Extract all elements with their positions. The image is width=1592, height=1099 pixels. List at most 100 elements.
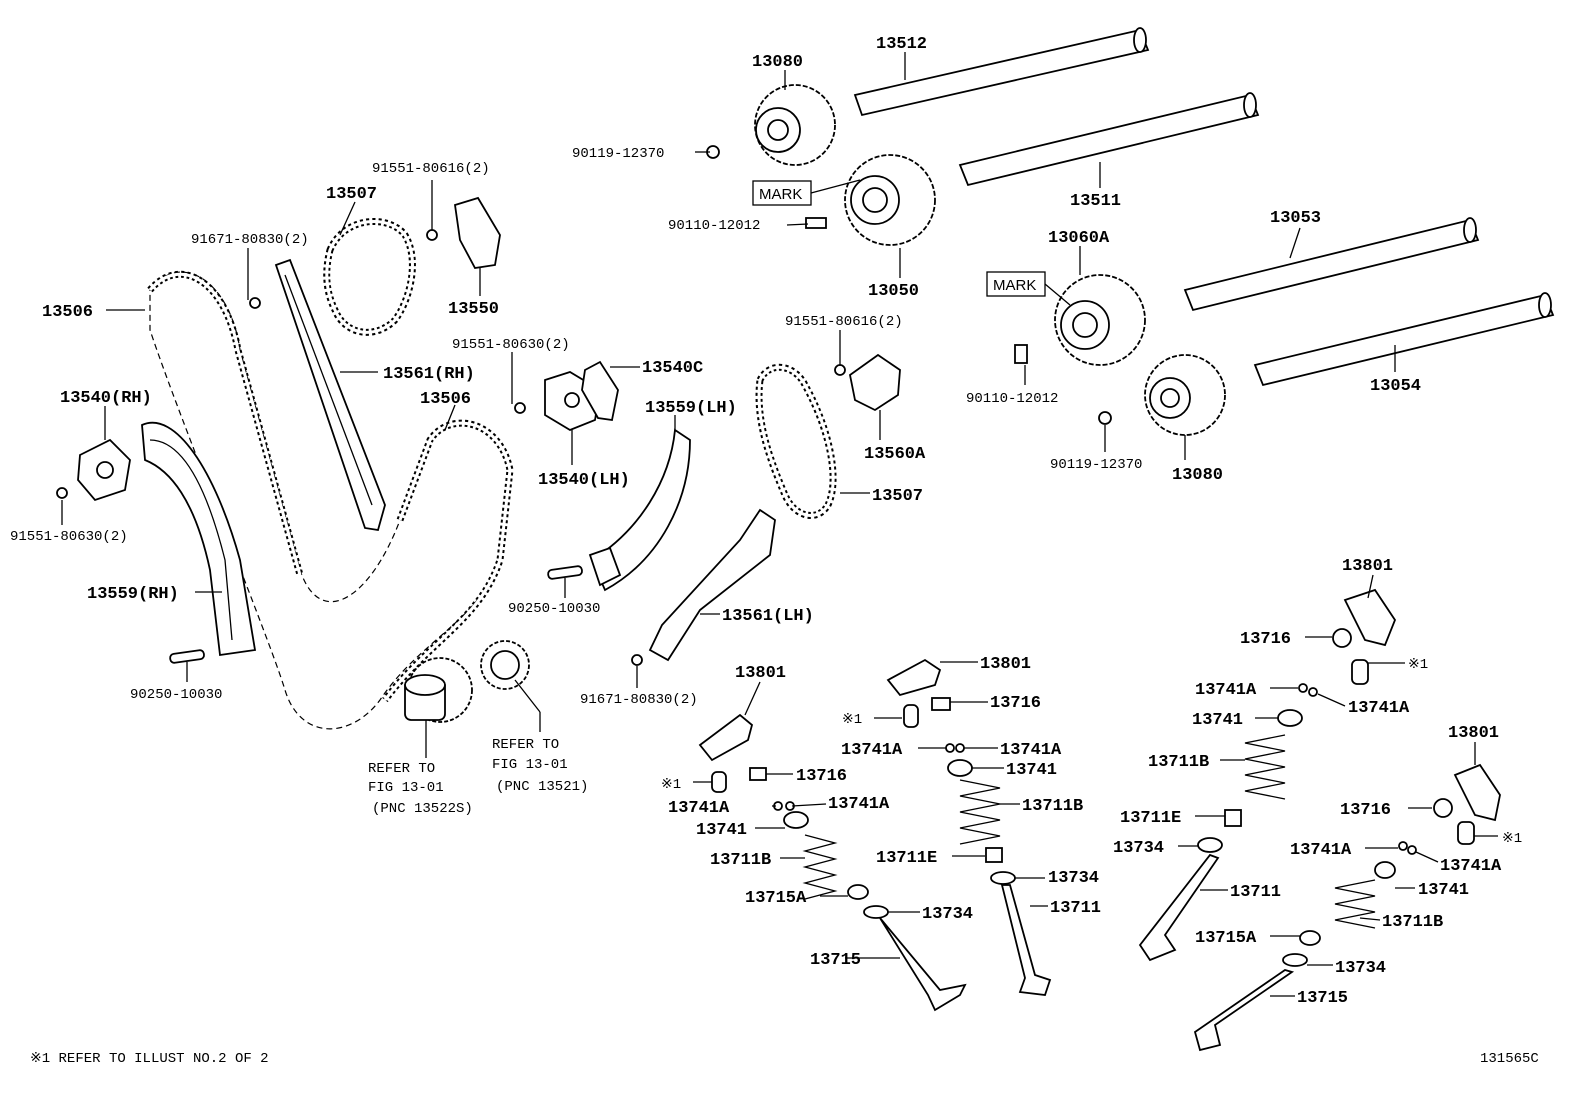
chain-slipper-13559-lh [588,428,691,592]
timing-chain-13507-top [323,218,416,336]
v4-label-13711b: 13711B [1382,913,1443,932]
figure-id: 131565C [1480,1051,1539,1067]
label-91671-80830-b: 91671-80830(2) [580,692,698,708]
label-13507-top: 13507 [326,185,377,204]
crank-sprocket-13521 [480,640,530,690]
label-91551-80630-a: 91551-80630(2) [452,337,570,353]
label-90119-12370-top: 90119-12370 [572,146,664,162]
v4-label-13741a-right: 13741A [1440,857,1502,876]
chain-tensioner-13550 [453,196,501,269]
vvt-gear-13060a [1054,274,1146,366]
label-90250-10030-a: 90250-10030 [130,687,222,703]
v3-label-13801: 13801 [1342,557,1393,576]
label-13053: 13053 [1270,209,1321,228]
label-13506-left: 13506 [42,303,93,322]
valve-group-3-parts [1138,588,1397,962]
camshaft-13512 [853,27,1150,117]
v3-label-x1: ※1 [1408,657,1428,673]
v2-label-x1: ※1 [842,712,862,728]
refer-note-1-line1: REFER TO [368,761,435,777]
v4-label-13715: 13715 [1297,989,1348,1008]
v3-label-13734: 13734 [1113,839,1164,858]
v3-label-13716: 13716 [1240,630,1291,649]
label-13506-center: 13506 [420,390,471,409]
label-13511: 13511 [1070,192,1121,211]
v4-label-13741a-left: 13741A [1290,841,1352,860]
label-91551-80616-a: 91551-80616(2) [372,161,490,177]
v1-label-x1: ※1 [661,777,681,793]
label-90250-10030-b: 90250-10030 [508,601,600,617]
label-13559-rh: 13559(RH) [87,585,179,604]
valve-group-4-parts [1193,763,1501,1052]
label-90110-12012-top: 90110-12012 [668,218,760,234]
refer-note-2-line3: (PNC 13521) [496,779,588,795]
chain-tensioner-13560a [849,353,901,412]
camshaft-13053 [1183,217,1480,312]
v4-label-x1: ※1 [1502,831,1522,847]
label-90119-12370-right: 90119-12370 [1050,457,1142,473]
v1-label-13715: 13715 [810,951,861,970]
footnote: ※1 REFER TO ILLUST NO.2 OF 2 [30,1051,269,1067]
label-13080-right: 13080 [1172,466,1223,485]
valve-group-2-parts [886,658,1052,996]
label-13540-rh: 13540(RH) [60,389,152,408]
v2-label-13711: 13711 [1050,899,1101,918]
v1-label-13741a-left: 13741A [668,799,730,818]
v1-label-13715a: 13715A [745,889,807,908]
refer-note-2-line2: FIG 13-01 [492,757,568,773]
crank-sprocket-13522s [404,657,473,723]
v1-label-13801: 13801 [735,664,786,683]
leader-lines [61,52,1498,997]
label-13561-rh: 13561(RH) [383,365,475,384]
label-mark-right: MARK [993,277,1036,294]
vvt-gear-13080-right [1144,354,1226,436]
v1-label-13716: 13716 [796,767,847,786]
v2-label-13711e: 13711E [876,849,937,868]
chain-guide-13561-lh [648,508,776,662]
v2-label-13741a-left: 13741A [841,741,903,760]
label-91551-80616-b: 91551-80616(2) [785,314,903,330]
mark-box-right [986,271,1046,297]
chain-slipper-13559-rh [141,421,257,657]
v3-label-13741: 13741 [1192,711,1243,730]
v2-label-13711b: 13711B [1022,797,1083,816]
timing-chain-13506 [147,270,514,730]
vvt-gear-13080-top [754,84,836,166]
label-13540-lh: 13540(LH) [538,471,630,490]
v3-label-13741a-right: 13741A [1348,699,1410,718]
label-13507-right: 13507 [872,487,923,506]
v4-label-13716: 13716 [1340,801,1391,820]
camshaft-13511 [958,92,1260,187]
bolt-icons [56,145,1112,666]
v3-label-13711e: 13711E [1120,809,1181,828]
label-13050: 13050 [868,282,919,301]
v2-label-13734: 13734 [1048,869,1099,888]
label-13540c: 13540C [642,359,703,378]
v1-label-13711b: 13711B [710,851,771,870]
label-91551-80630-b: 91551-80630(2) [10,529,128,545]
label-91671-80830-a: 91671-80830(2) [191,232,309,248]
vvt-gear-13050 [844,154,936,246]
label-90110-12012-right: 90110-12012 [966,391,1058,407]
camshaft-13054 [1253,292,1555,387]
v4-label-13734: 13734 [1335,959,1386,978]
v4-label-13715a: 13715A [1195,929,1257,948]
v2-label-13741: 13741 [1006,761,1057,780]
label-mark-top: MARK [759,186,802,203]
pin-icons [169,565,583,664]
refer-note-1-line2: FIG 13-01 [368,780,444,796]
v4-label-13741: 13741 [1418,881,1469,900]
label-13550: 13550 [448,300,499,319]
v1-label-13734: 13734 [922,905,973,924]
label-13559-lh: 13559(LH) [645,399,737,418]
v1-label-13741a-right: 13741A [828,795,890,814]
chain-guide-13561-rh [274,258,386,532]
label-13561-lh: 13561(LH) [722,607,814,626]
label-13080-top: 13080 [752,53,803,72]
chain-tensioner-13540-rh [77,438,131,502]
tensioner-plate-13540c [581,360,619,422]
v3-label-13711: 13711 [1230,883,1281,902]
v2-label-13716: 13716 [990,694,1041,713]
refer-note-1-line3: (PNC 13522S) [372,801,473,817]
